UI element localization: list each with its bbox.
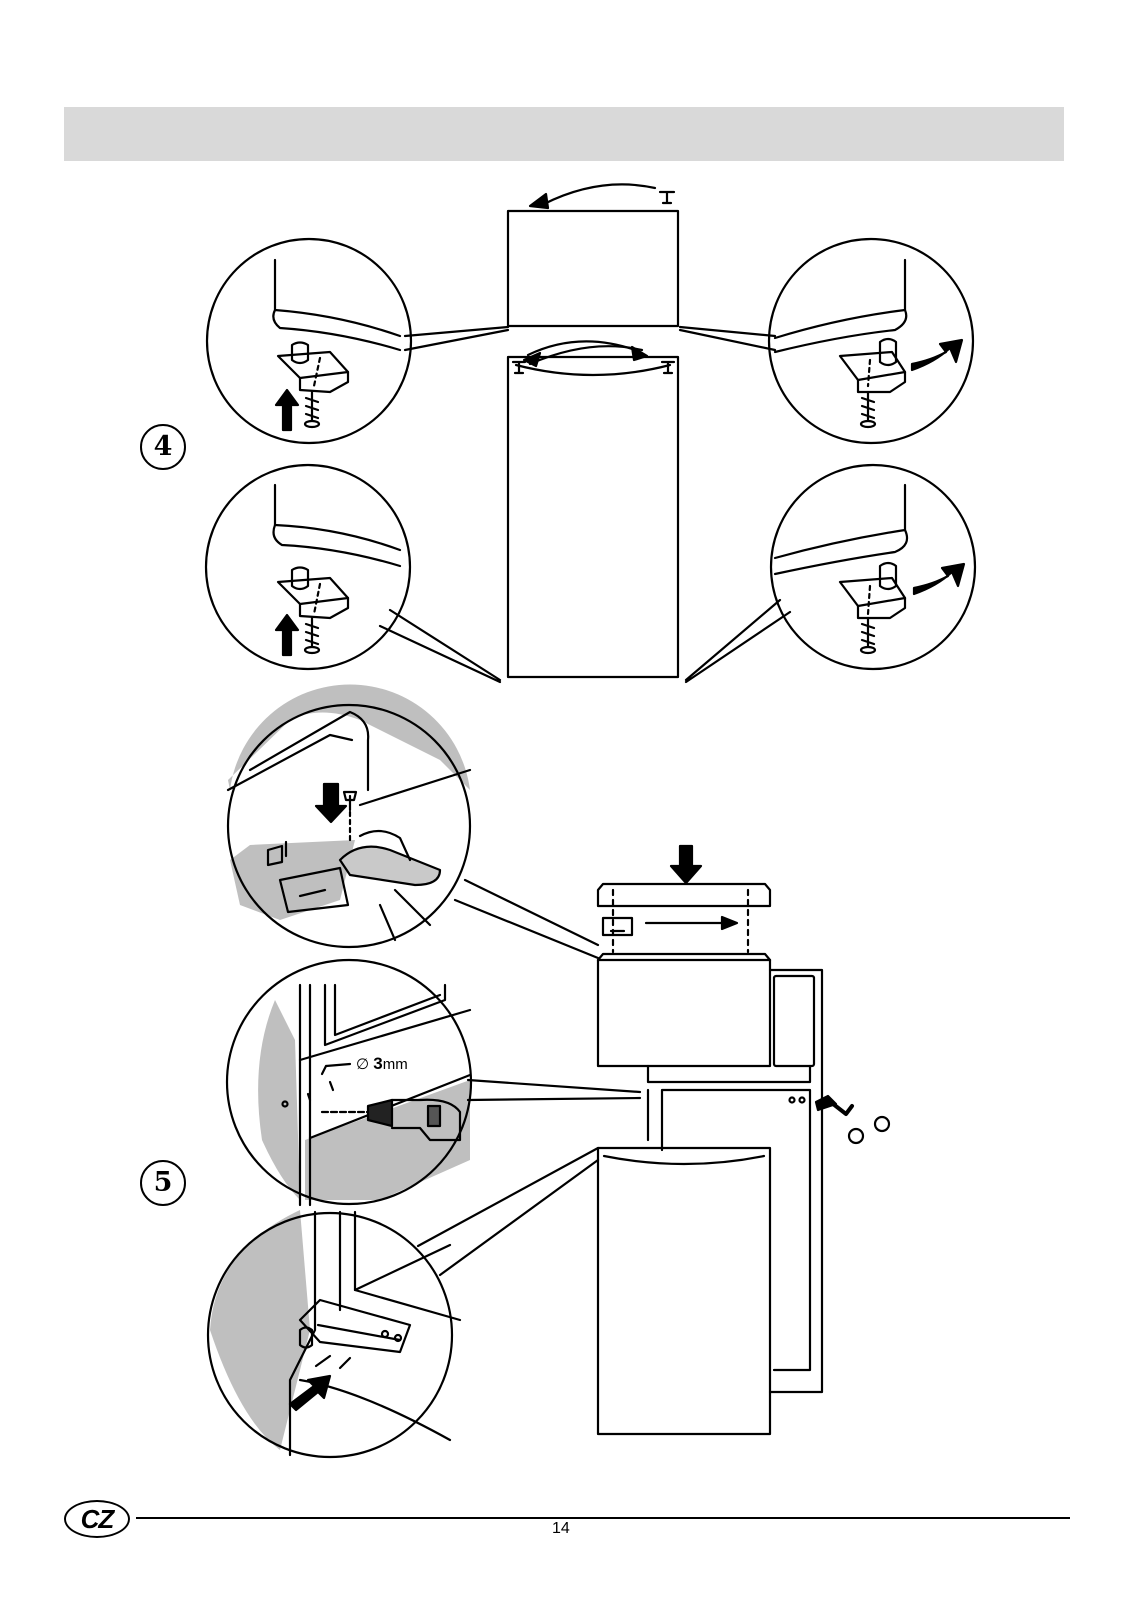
diameter-symbol: ∅ <box>356 1056 369 1073</box>
drill-diameter-label: ∅ 3mm <box>356 1054 408 1074</box>
drill-unit: mm <box>383 1056 408 1073</box>
down-arrow-icon <box>316 784 346 822</box>
step4-fridge-door <box>508 357 678 677</box>
step5-detail-hinge-fixing <box>208 1148 598 1457</box>
step5-detail-cover-bracket <box>228 685 598 958</box>
footer-rule <box>136 1517 1070 1519</box>
step5-detail-drilling <box>227 960 640 1205</box>
step4-detail-bottom-left <box>206 465 500 682</box>
step5-top-cover <box>598 884 770 952</box>
step4-detail-bottom-right <box>686 465 975 682</box>
step4-detail-top-left <box>207 239 508 443</box>
up-arrow-icon <box>276 390 298 430</box>
step4-detail-top-right <box>680 239 973 443</box>
up-arrow-icon <box>276 615 298 655</box>
step-4-badge: 4 <box>140 424 186 470</box>
cover-cap-icon <box>816 1096 889 1143</box>
drill-size: 3 <box>373 1054 382 1073</box>
curved-arrow-icon <box>912 340 962 370</box>
step4-freezer-door <box>508 211 678 326</box>
down-arrow-icon <box>671 846 701 883</box>
step5-cabinet <box>648 970 822 1392</box>
step5-freezer-door <box>598 954 770 1066</box>
curved-arrow-icon <box>914 564 964 594</box>
step-5-badge: 5 <box>140 1160 186 1206</box>
language-code-badge: CZ <box>64 1500 130 1538</box>
page-number: 14 <box>552 1520 570 1538</box>
step5-fridge-door <box>598 1148 770 1434</box>
